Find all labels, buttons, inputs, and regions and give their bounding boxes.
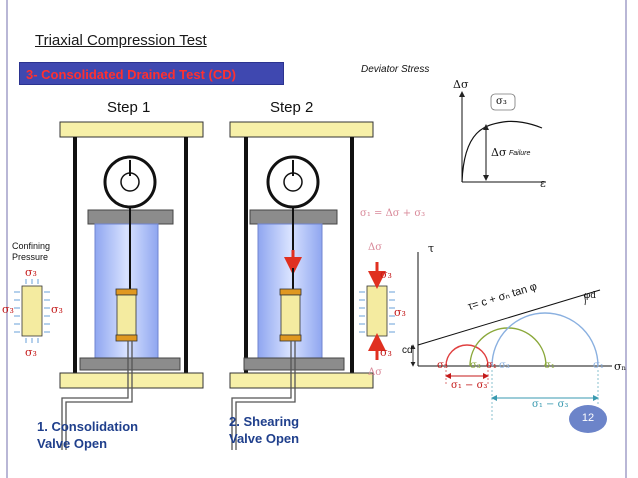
shear-sigma3-top: σ₃	[380, 268, 392, 281]
mohr-diff-label-1: σ₁ − σ₃	[451, 380, 488, 391]
confining-label-line1: Confining	[12, 241, 51, 251]
confining-sigma3-right: σ₃	[51, 303, 63, 316]
mohr-sigma3-1: σ₃	[437, 360, 448, 371]
specimen-step1	[116, 294, 137, 336]
mohr-sigma1-1: σ₁	[486, 360, 497, 371]
step2-label: Step 2	[270, 99, 314, 116]
mohr-circle-3	[491, 312, 599, 367]
apparatus-step1	[59, 121, 204, 450]
caption-shearing: 2. Shearing	[229, 414, 300, 429]
delta-sigma-top-label: Δσ	[368, 242, 383, 253]
caption-consolidation: 1. Consolidation	[37, 419, 139, 434]
tie-rod-right-step1	[184, 137, 188, 373]
failure-delta-sigma: Δσ	[491, 146, 507, 159]
shearing-element	[359, 262, 395, 360]
apparatus-step2	[229, 121, 374, 450]
slide-border-right	[625, 0, 627, 478]
specimen-step2	[280, 294, 301, 336]
top-plate-step2	[229, 121, 374, 138]
mohr-plot	[410, 252, 612, 420]
mohr-sigma1-3: σ₁	[593, 360, 604, 371]
cell-base-step1	[79, 357, 181, 371]
delta-sigma-bottom-label: Δσ	[368, 367, 383, 378]
stress-strain-y-label: Δσ	[453, 78, 469, 91]
caption-shearing-valve: Valve Open	[229, 431, 300, 446]
stress-strain-x-label: ε	[540, 177, 546, 190]
slide-title: Triaxial Compression Test	[35, 32, 207, 49]
failure-envelope	[417, 289, 601, 346]
stress-strain-sigma3-badge: σ₃	[496, 96, 507, 107]
top-plate-step1	[59, 121, 204, 138]
confining-element	[14, 279, 50, 343]
step1-label: Step 1	[107, 99, 151, 116]
confining-sigma3-top: σ₃	[25, 266, 37, 279]
slide-border-left	[6, 0, 8, 478]
page-number-badge: 12	[569, 405, 607, 433]
mohr-tau-label: τ	[428, 242, 435, 255]
stress-strain-plot	[459, 91, 546, 183]
mohr-circle-1	[445, 344, 489, 367]
confining-label-line2: Pressure	[12, 252, 49, 262]
mohr-sigma3-3: σ₃	[499, 360, 510, 371]
confining-sigma3-left: σ₃	[2, 303, 14, 316]
cohesion-label: cd	[402, 345, 413, 356]
tie-rod-left-step1	[73, 137, 77, 373]
stress-strain-title: Deviator Stress	[361, 64, 430, 75]
drainage-line-step1	[61, 341, 133, 450]
sigma1-equation: σ₁ = Δσ + σ₃	[360, 208, 426, 219]
failure-subscript: Failure	[509, 150, 531, 157]
slide-subtitle: 3- Consolidated Drained Test (CD)	[19, 62, 284, 85]
mohr-sigma3-2: σ₃	[470, 360, 481, 371]
caption-consolidation-valve: Valve Open	[37, 436, 108, 451]
shear-sigma3-bottom: σ₃	[380, 346, 392, 359]
mohr-sigma-n-label: σₙ	[614, 360, 627, 373]
confining-sigma3-bottom: σ₃	[25, 346, 37, 359]
stress-strain-curve	[461, 120, 543, 183]
shear-sigma3-right: σ₃	[394, 306, 406, 319]
mohr-diff-label-2: σ₁ − σ₃	[532, 399, 569, 410]
phi-label: φd	[584, 291, 597, 301]
mohr-sigma1-2: σ₁	[544, 360, 555, 371]
